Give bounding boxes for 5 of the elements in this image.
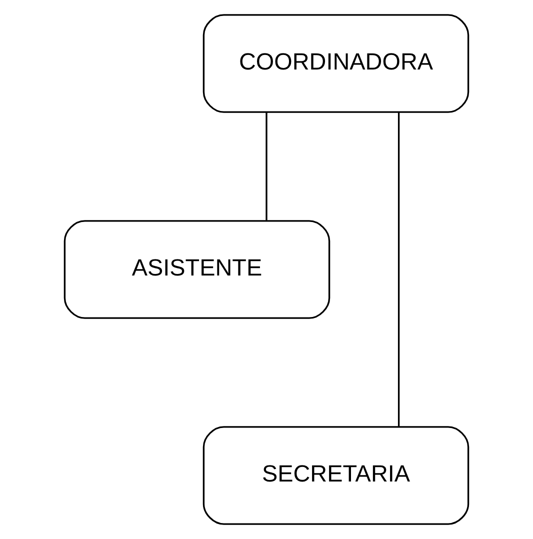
node-box: SECRETARIA <box>202 426 470 525</box>
node-box: COORDINADORA <box>202 14 470 113</box>
node-box: ASISTENTE <box>64 220 330 319</box>
connector <box>266 112 268 220</box>
connector <box>398 112 400 427</box>
